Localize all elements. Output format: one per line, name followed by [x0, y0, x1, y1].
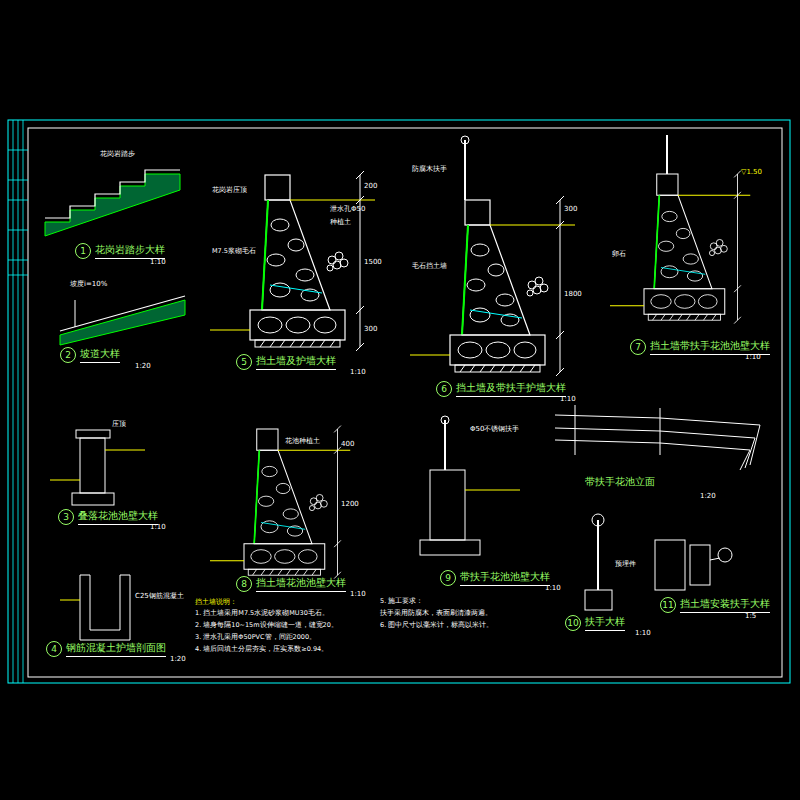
detail-title: 9带扶手花池池壁大样 [440, 570, 550, 586]
detail-title-text: 带扶手花池池壁大样 [460, 570, 550, 586]
callout-number: 11 [660, 597, 676, 613]
drawing-label: 带扶手花池立面 [585, 476, 655, 488]
callout-number: 8 [236, 576, 252, 592]
drawing-label: 1:20 [170, 655, 186, 663]
callout-number: 10 [565, 615, 581, 631]
drawing-label: 1:10 [745, 353, 761, 361]
drawing-label: 400 [341, 440, 354, 448]
drawing-label: 1:10 [545, 584, 561, 592]
drawing-label: 300 [364, 325, 377, 333]
drawing-label: 200 [364, 182, 377, 190]
callout-number: 4 [46, 641, 62, 657]
drawing-label: 1500 [364, 258, 382, 266]
note-text: 6. 图中尺寸以毫米计，标高以米计。 [380, 622, 550, 630]
detail-title-text: 钢筋混凝土护墙剖面图 [66, 641, 166, 657]
detail-title-text: 挡土墙带扶手花池池壁大样 [650, 339, 770, 355]
callout-number: 6 [436, 381, 452, 397]
detail-title: 1花岗岩踏步大样 [75, 243, 165, 259]
note-text: 5. 施工要求： [380, 598, 550, 606]
detail-title: 7挡土墙带扶手花池池壁大样 [630, 339, 770, 355]
detail-title-text: 坡道大样 [80, 347, 120, 363]
note-text: 4. 墙后回填土分层夯实，压实系数≥0.94。 [195, 646, 365, 654]
drawing-label: 1:10 [150, 258, 166, 266]
callout-number: 1 [75, 243, 91, 259]
drawing-label: M7.5浆砌毛石 [212, 248, 256, 256]
detail-title-text: 挡土墙安装扶手大样 [680, 597, 770, 613]
drawing-label: 毛石挡土墙 [412, 262, 447, 270]
drawing-label: 坡度i=10% [70, 280, 107, 288]
drawing-label: C25钢筋混凝土 [135, 592, 184, 600]
drawing-label: 防腐木扶手 [412, 165, 447, 173]
drawing-label: 1:5 [745, 612, 756, 620]
callout-number: 7 [630, 339, 646, 355]
detail-title-text: 挡土墙及护墙大样 [256, 354, 336, 370]
detail-title-text: 扶手大样 [585, 615, 625, 631]
drawing-label: 1:10 [560, 395, 576, 403]
drawing-label: 卵石 [612, 250, 626, 258]
detail-title: 2坡道大样 [60, 347, 120, 363]
drawing-label: 1:20 [135, 362, 151, 370]
callout-number: 5 [236, 354, 252, 370]
detail-title: 8挡土墙花池池壁大样 [236, 576, 346, 592]
drawing-label: 预埋件 [615, 560, 636, 568]
drawing-label: 种植土 [330, 218, 351, 226]
drawing-label: 300 [564, 205, 577, 213]
drawing-label: 1200 [341, 500, 359, 508]
note-text: 2. 墙身每隔10~15m设伸缩缝一道，缝宽20。 [195, 622, 365, 630]
detail-title: 5挡土墙及护墙大样 [236, 354, 336, 370]
drawing-label: 花岗岩压顶 [212, 186, 247, 194]
drawing-label: 1:10 [150, 523, 166, 531]
note-text: 扶手采用防腐木，表面刷清漆两遍。 [380, 610, 550, 618]
drawing-label: 1:20 [700, 492, 716, 500]
detail-title: 4钢筋混凝土护墙剖面图 [46, 641, 166, 657]
detail-title-text: 挡土墙花池池壁大样 [256, 576, 346, 592]
detail-title: 10扶手大样 [565, 615, 625, 631]
detail-title-text: 叠落花池池壁大样 [78, 509, 158, 525]
detail-title: 6挡土墙及带扶手护墙大样 [436, 381, 566, 397]
note-text: 3. 泄水孔采用Φ50PVC管，间距2000。 [195, 634, 365, 642]
callout-number: 2 [60, 347, 76, 363]
drawing-label: Φ50不锈钢扶手 [470, 425, 519, 433]
detail-title-text: 花岗岩踏步大样 [95, 243, 165, 259]
drawing-label: 压顶 [112, 420, 126, 428]
drawing-label: 1800 [564, 290, 582, 298]
drawing-label: 花池种植土 [285, 437, 320, 445]
detail-title-text: 挡土墙及带扶手护墙大样 [456, 381, 566, 397]
drawing-label: 1:10 [635, 629, 651, 637]
drawing-label: 花岗岩踏步 [100, 150, 135, 158]
drawing-label: 泄水孔Φ50 [330, 205, 365, 213]
note-text: 1. 挡土墙采用M7.5水泥砂浆砌MU30毛石。 [195, 610, 365, 618]
drawing-label: 1:10 [350, 590, 366, 598]
drawing-label: ▽1.50 [741, 168, 762, 176]
drawing-label: 1:10 [350, 368, 366, 376]
detail-title: 11挡土墙安装扶手大样 [660, 597, 770, 613]
note-text: 挡土墙说明： [195, 598, 355, 606]
callout-number: 3 [58, 509, 74, 525]
callout-number: 9 [440, 570, 456, 586]
detail-title: 3叠落花池池壁大样 [58, 509, 158, 525]
